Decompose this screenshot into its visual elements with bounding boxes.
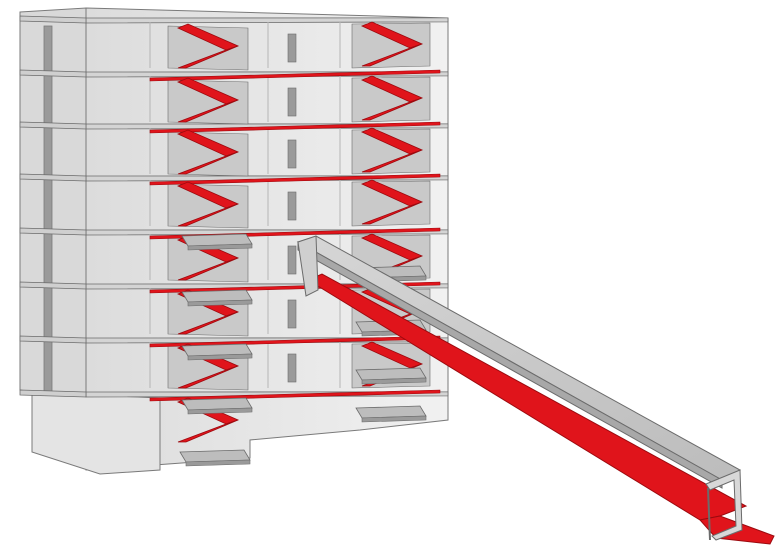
- center-column: [288, 88, 296, 116]
- center-column: [288, 300, 296, 328]
- center-column: [288, 354, 296, 382]
- center-column: [288, 246, 296, 274]
- center-column: [288, 34, 296, 62]
- center-column: [288, 140, 296, 168]
- center-column: [288, 192, 296, 220]
- floor-slab: [86, 18, 448, 23]
- building-plinth: [32, 392, 160, 474]
